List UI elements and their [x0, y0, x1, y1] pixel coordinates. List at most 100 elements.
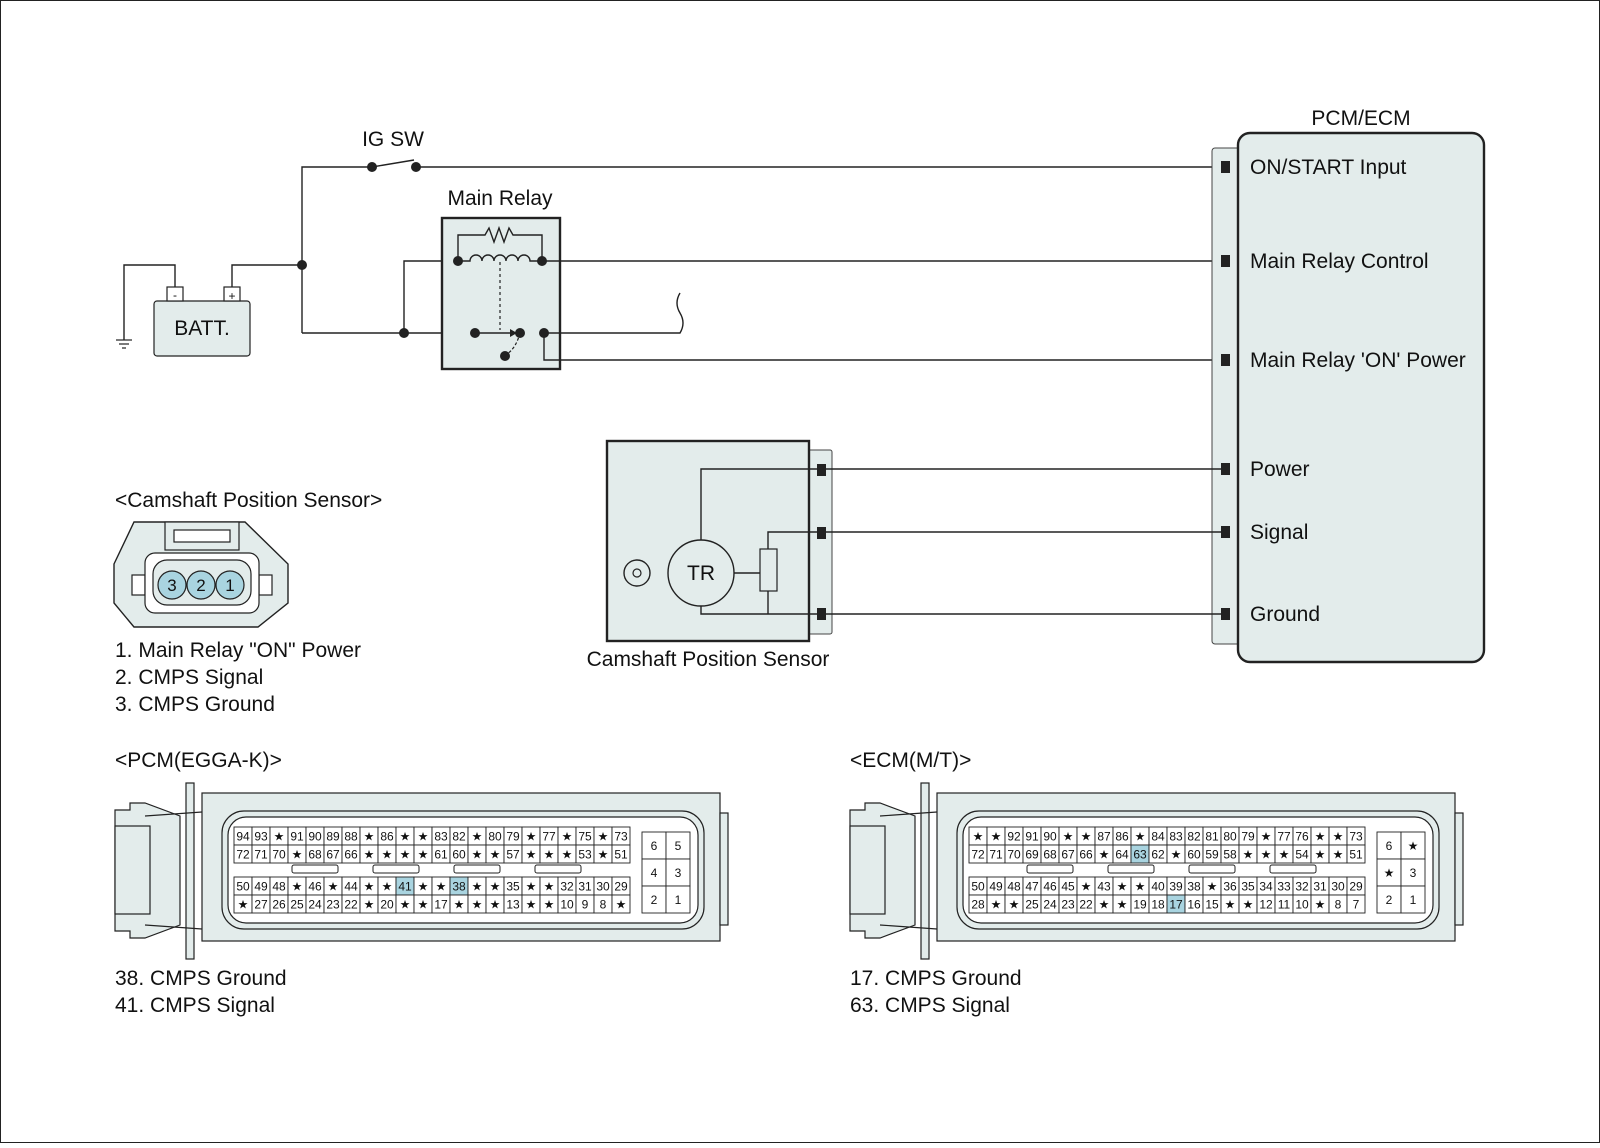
connector-side-cell	[1376, 858, 1402, 887]
connector-pin-number: ★	[490, 880, 501, 894]
connector-pin-number: 12	[1259, 898, 1273, 912]
pcm-ecm-connector-strip	[1211, 147, 1241, 645]
pcm-pin-label: Main Relay Control	[1250, 250, 1429, 273]
connector-pin-number: ★	[526, 848, 537, 862]
connector-pin-number: ★	[526, 898, 537, 912]
connector-pin-number: ★	[292, 848, 303, 862]
connector-pin-number: 29	[1349, 880, 1363, 894]
connector-pin-number: ★	[1063, 830, 1074, 844]
sensor-pin	[215, 570, 245, 600]
ig-switch: IG SW	[362, 128, 424, 172]
pcm-pin-label: Signal	[1250, 521, 1308, 544]
connector-cell	[611, 894, 631, 914]
connector-pin-number: ★	[1243, 848, 1254, 862]
connector-cell	[1346, 844, 1366, 864]
connector-cell	[611, 844, 631, 864]
connector-pin-number: ★	[364, 898, 375, 912]
connector-side-pin: 2	[1386, 893, 1393, 907]
connector-pin-number: ★	[418, 898, 429, 912]
connector-pin-number: 46	[308, 880, 322, 894]
connector-pin-number: 28	[971, 898, 985, 912]
connector-pin-number: 91	[290, 830, 304, 844]
connector-pin-number: 17	[1169, 898, 1183, 912]
connector-pin-number: ★	[973, 830, 984, 844]
connector-pin-number: 73	[614, 830, 628, 844]
pcm-pin-terminal	[1221, 354, 1230, 366]
sensor-caption: Camshaft Position Sensor	[587, 648, 830, 671]
connector-pin-number: ★	[1243, 898, 1254, 912]
connector-pin-number: 23	[1061, 898, 1075, 912]
connector-pin-number: 58	[1223, 848, 1237, 862]
connector-side-pin: 2	[651, 893, 658, 907]
connector-side-cell	[665, 885, 691, 914]
connector-side-cell	[1376, 885, 1402, 914]
battery-body	[153, 300, 251, 357]
connector-pin-number: 54	[1295, 848, 1309, 862]
connector-pin-number: 19	[1133, 898, 1147, 912]
connector-pin-number: 30	[596, 880, 610, 894]
connector-pin-note: 17. CMPS Ground	[850, 967, 1022, 990]
connector-pin-number: 60	[452, 848, 466, 862]
connector-pin-number: 40	[1151, 880, 1165, 894]
connector-pin-number: 48	[272, 880, 286, 894]
connector-pin-number: ★	[418, 880, 429, 894]
connector-pin-number: ★	[1009, 898, 1020, 912]
connector-pin-number: ★	[1315, 830, 1326, 844]
connector-pin-number: 63	[1133, 848, 1147, 862]
connector-pin-number: 15	[1205, 898, 1219, 912]
connector-side-pin: 1	[675, 893, 682, 907]
connector-pin-number: ★	[1117, 898, 1128, 912]
pcm-pin-label: ON/START Input	[1250, 156, 1407, 179]
connector-pin-number: ★	[526, 880, 537, 894]
connector-side-pin: 1	[1410, 893, 1417, 907]
connector-pin-number: 66	[344, 848, 358, 862]
connector-pin-number: 90	[1043, 830, 1057, 844]
connector-pin-number: 16	[1187, 898, 1201, 912]
connector-pin-number: 41	[398, 880, 412, 894]
connector-pin-number: ★	[472, 848, 483, 862]
connector-pin-number: ★	[400, 830, 411, 844]
connector-pin-number: ★	[544, 880, 555, 894]
connector-pin-number: 70	[272, 848, 286, 862]
connector-pin-number: ★	[292, 880, 303, 894]
relay-coil-feed-wire	[403, 260, 458, 333]
connector-pin-number: 22	[1079, 898, 1093, 912]
connector-pin-number: 76	[1295, 830, 1309, 844]
connector-pin-number: 38	[1187, 880, 1201, 894]
connector-pin-number: 34	[1259, 880, 1273, 894]
connector-pin-number: 60	[1187, 848, 1201, 862]
connector-pin-number: ★	[418, 848, 429, 862]
connector-pin-number: 17	[434, 898, 448, 912]
pcm-pin-terminal	[1221, 161, 1230, 173]
sensor-pin-number: 3	[167, 576, 176, 595]
tr-label: TR	[687, 562, 715, 585]
connector-pin-number: 61	[434, 848, 448, 862]
connector-pin-number: 91	[1025, 830, 1039, 844]
connector-pin-number: 25	[1025, 898, 1039, 912]
connector-pin-number: ★	[1099, 848, 1110, 862]
connector-pin-number: 79	[506, 830, 520, 844]
connector-pin-number: ★	[382, 848, 393, 862]
connector-pin-number: 49	[989, 880, 1003, 894]
connector-pin-number: 32	[560, 880, 574, 894]
sensor-title: <Camshaft Position Sensor>	[115, 489, 382, 512]
connector-pin-number: 35	[1241, 880, 1255, 894]
connector-pin-number: 57	[506, 848, 520, 862]
connector-side-cell	[641, 885, 667, 914]
connector-pin-note: 38. CMPS Ground	[115, 967, 287, 990]
connector-pin-number: 9	[582, 898, 589, 912]
pcm-pin-terminal	[1221, 608, 1230, 620]
connector-pin-number: 92	[1007, 830, 1021, 844]
connector-pin-number: ★	[382, 880, 393, 894]
connector-pin-number: 10	[1295, 898, 1309, 912]
connector-pin-number: 79	[1241, 830, 1255, 844]
connector-pin-number: 22	[344, 898, 358, 912]
sensor-pin	[186, 570, 216, 600]
connector-pin-number: ★	[1261, 830, 1272, 844]
connector-pin-number: 80	[1223, 830, 1237, 844]
connector-pin-number: 70	[1007, 848, 1021, 862]
